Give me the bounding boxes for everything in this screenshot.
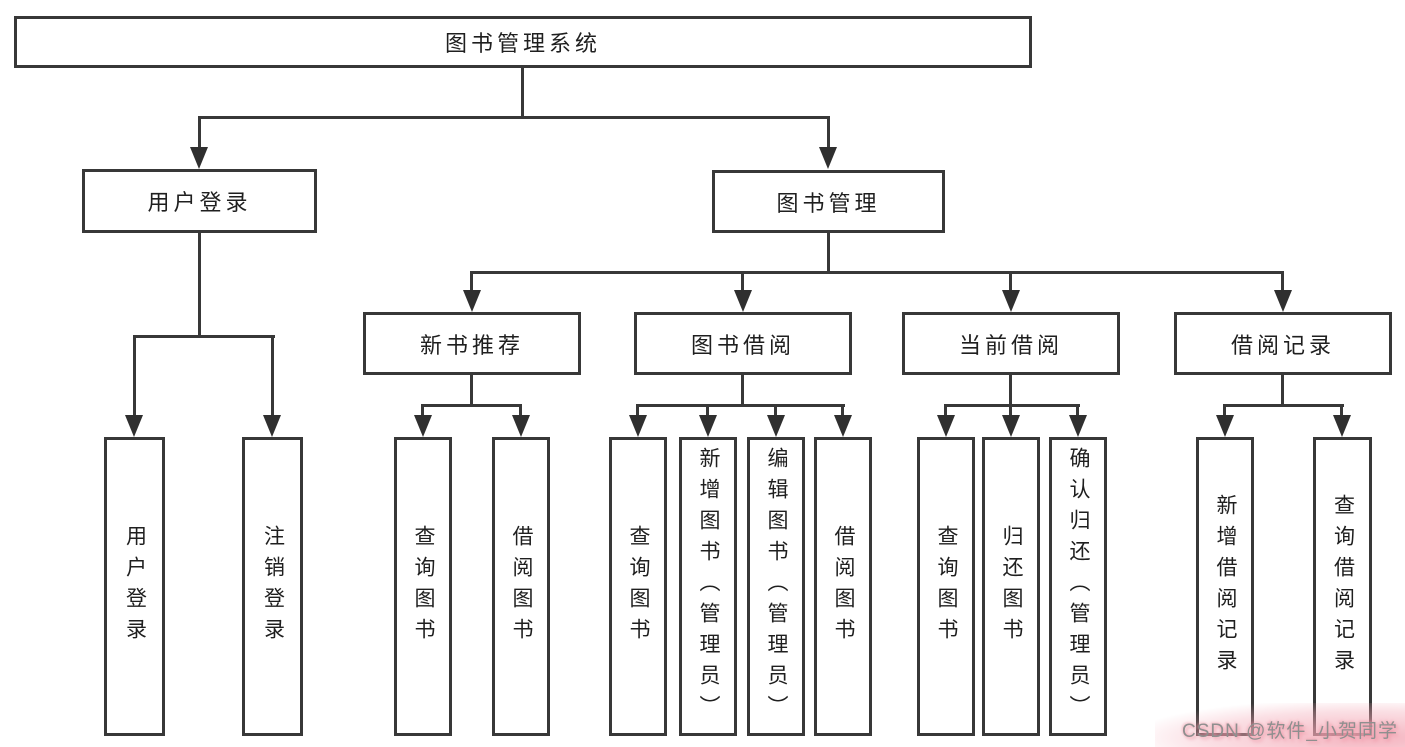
arrowhead-new-book-icon — [463, 290, 481, 312]
node-book-management: 图书管理 — [712, 170, 945, 233]
leaf-current-confirm-return-admin: 确认归还（管理员） — [1049, 437, 1107, 736]
connector-leaf-stem — [519, 404, 522, 417]
connector-user-login-branch — [133, 335, 275, 338]
arrowhead-leaf-icon — [937, 415, 955, 437]
connector-root-stem — [521, 68, 524, 119]
connector-current-branch — [944, 404, 1080, 407]
connector-borrow-branch — [636, 404, 845, 407]
arrowhead-leaf-icon — [1069, 415, 1087, 437]
connector-to-records — [1281, 271, 1284, 294]
arrowhead-records-icon — [1274, 290, 1292, 312]
connector-records-branch — [1223, 404, 1344, 407]
arrowhead-leaf-icon — [699, 415, 717, 437]
connector-to-book-mgmt — [827, 116, 830, 149]
leaf-borrow-edit-books-admin: 编辑图书（管理员） — [747, 437, 805, 736]
connector-leaf-stem — [841, 404, 844, 417]
arrowhead-leaf-icon — [1002, 415, 1020, 437]
connector-new-book-stem — [470, 374, 473, 407]
connector-new-book-branch — [421, 404, 522, 407]
connector-leaf-stem — [774, 404, 777, 417]
connector-current-stem — [1009, 374, 1012, 407]
connector-leaf-stem — [1340, 404, 1343, 417]
connector-to-new-book — [470, 271, 473, 294]
leaf-user-login: 用户登录 — [104, 437, 165, 736]
connector-leaf-stem — [1223, 404, 1226, 417]
watermark-text: CSDN @软件_小贺同学 — [1182, 721, 1398, 742]
connector-to-current — [1009, 271, 1012, 294]
leaf-logout: 注销登录 — [242, 437, 303, 736]
connector-leaf-stem — [1009, 404, 1012, 417]
arrowhead-leaf-icon — [1333, 415, 1351, 437]
node-new-book-recommend: 新书推荐 — [363, 312, 581, 375]
connector-leaf-stem — [636, 404, 639, 417]
node-book-borrow: 图书借阅 — [634, 312, 852, 375]
leaf-borrow-add-books-admin: 新增图书（管理员） — [679, 437, 737, 736]
node-root-library-system: 图书管理系统 — [14, 16, 1032, 68]
leaf-current-query-books: 查询图书 — [917, 437, 975, 736]
node-current-borrow: 当前借阅 — [902, 312, 1120, 375]
node-borrow-records: 借阅记录 — [1174, 312, 1392, 375]
connector-leaf-stem — [1076, 404, 1079, 417]
leaf-borrow-borrow-books: 借阅图书 — [814, 437, 872, 736]
connector-user-login-stem — [198, 233, 201, 338]
connector-borrow-stem — [741, 374, 744, 407]
connector-to-leaf-login — [133, 335, 136, 417]
leaf-current-return-books: 归还图书 — [982, 437, 1040, 736]
arrowhead-current-icon — [1002, 290, 1020, 312]
arrowhead-leaf-icon — [1216, 415, 1234, 437]
connector-to-leaf-logout — [271, 335, 274, 417]
node-user-login: 用户登录 — [82, 169, 317, 233]
connector-to-borrow — [741, 271, 744, 294]
arrowhead-leaf-icon — [834, 415, 852, 437]
connector-leaf-stem — [944, 404, 947, 417]
connector-book-mgmt-stem — [827, 233, 830, 274]
leaf-newbook-borrow-books: 借阅图书 — [492, 437, 550, 736]
connector-leaf-stem — [706, 404, 709, 417]
connector-to-user-login — [198, 116, 201, 149]
connector-records-stem — [1281, 374, 1284, 407]
leaf-borrow-query-books: 查询图书 — [609, 437, 667, 736]
connector-root-branch — [198, 116, 830, 119]
connector-leaf-stem — [421, 404, 424, 417]
arrowhead-leaf-icon — [512, 415, 530, 437]
leaf-records-add-record: 新增借阅记录 — [1196, 437, 1254, 736]
arrowhead-user-login-icon — [190, 147, 208, 169]
arrowhead-leaf-login-icon — [125, 415, 143, 437]
arrowhead-leaf-icon — [767, 415, 785, 437]
leaf-records-query-record: 查询借阅记录 — [1313, 437, 1372, 736]
connector-book-mgmt-branch — [470, 271, 1284, 274]
arrowhead-leaf-icon — [629, 415, 647, 437]
arrowhead-leaf-logout-icon — [263, 415, 281, 437]
arrowhead-book-mgmt-icon — [819, 147, 837, 169]
arrowhead-borrow-icon — [734, 290, 752, 312]
leaf-newbook-query-books: 查询图书 — [394, 437, 452, 736]
arrowhead-leaf-icon — [414, 415, 432, 437]
